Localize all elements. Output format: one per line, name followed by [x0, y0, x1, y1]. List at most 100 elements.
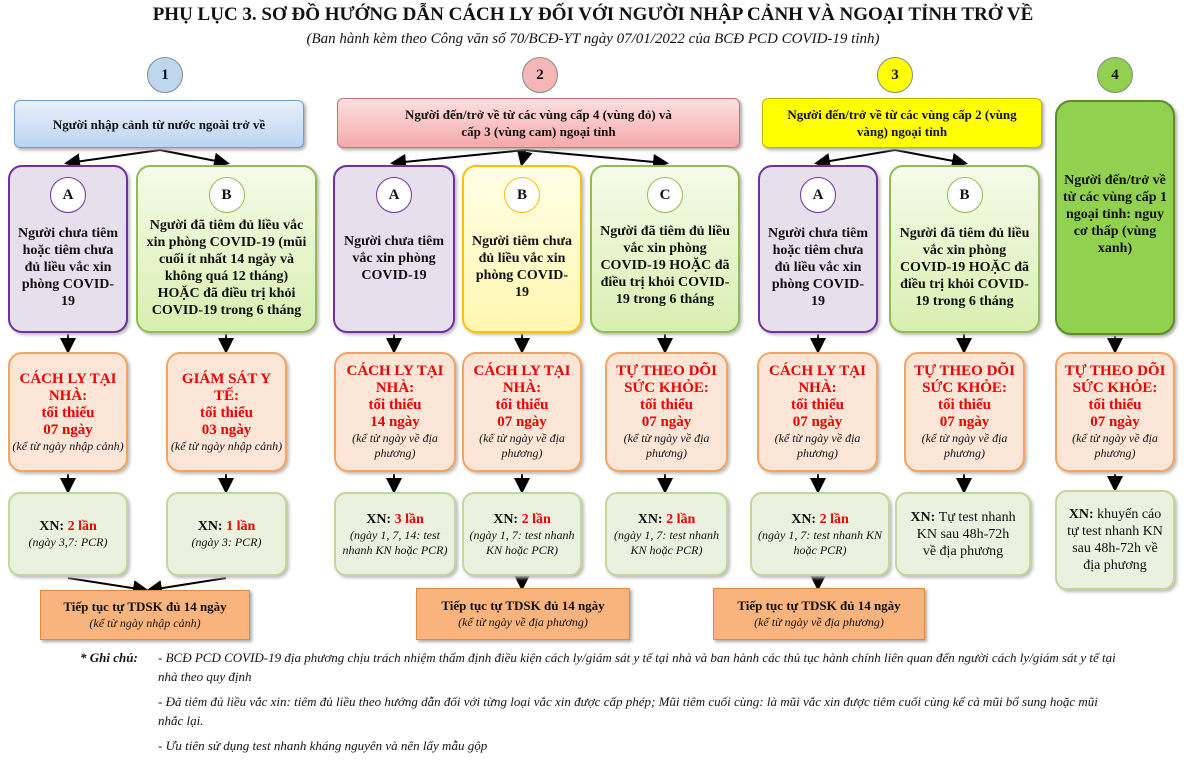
measure-min: tối thiểu [200, 404, 253, 421]
test-3b: XN: Tự test nhanh KN sau 48h-72h về địa … [895, 492, 1031, 576]
group-2c-box: C Người đã tiêm đủ liều vắc xin phòng COV… [590, 165, 740, 333]
measure-from: (kể từ ngày về địa phương) [352, 431, 438, 460]
measure-from: (kể từ ngày về địa phương) [1072, 431, 1158, 460]
letter-badge: C [647, 177, 683, 213]
test-note: (ngày 1, 7: test nhanh KN hoặc PCR) [469, 527, 575, 557]
test-label: XN: [637, 511, 663, 527]
letter-badge: B [208, 177, 245, 213]
group-1-number: 1 [147, 57, 183, 93]
test-count: 3 lần [394, 511, 424, 527]
letter-badge: A [800, 177, 836, 213]
test-count: 2 lần [819, 511, 849, 527]
group-desc: Người đã tiêm đủ liều vắc xin phòng COVI… [600, 224, 730, 307]
measure-min: tối thiểu [640, 397, 693, 413]
measure-title: TỰ THEO DÕI SỨC KHỎE: [616, 363, 717, 396]
group-2-header: Người đến/trở về từ các vùng cấp 4 (vùng… [337, 98, 740, 148]
group-1-header: Người nhập cảnh từ nước ngoài trở về [14, 100, 304, 148]
group-desc: Người đã tiêm đủ liều vắc xin phòng COVI… [146, 218, 307, 318]
group-desc: Người đã tiêm đủ liều vắc xin phòng COVI… [899, 226, 1030, 309]
final-text: Tiếp tục tự TDSK đủ 14 ngày [63, 599, 227, 614]
note-item: - Đã tiêm đủ liều vắc xin: tiêm đủ liều … [158, 694, 1098, 728]
test-label: XN: [791, 511, 817, 527]
final-text: Tiếp tục tự TDSK đủ 14 ngày [441, 598, 605, 613]
test-label: XN: [1068, 507, 1094, 522]
test-2a: XN: 3 lần(ngày 1, 7, 14: test nhanh KN h… [334, 492, 456, 576]
test-count: 2 lần [666, 511, 696, 527]
group-3a-box: A Người chưa tiêm hoặc tiêm chưa đủ liều … [758, 165, 878, 333]
letter-badge: B [504, 177, 540, 213]
test-count: 2 lần [521, 511, 551, 527]
page-title: PHỤ LỤC 3. SƠ ĐỒ HƯỚNG DẪN CÁCH LY ĐỐI V… [152, 4, 1034, 25]
test-note: (ngày 1, 7, 14: test nhanh KN hoặc PCR) [342, 527, 448, 557]
test-text: Tự test nhanh KN sau 48h-72h về địa phươ… [916, 509, 1016, 559]
measure-title: CÁCH LY TẠI NHÀ: [346, 363, 444, 396]
note-item: - Ưu tiên sử dụng test nhanh kháng nguyê… [158, 738, 488, 753]
measure-title: GIÁM SÁT Y TẾ: [181, 370, 272, 404]
final-3: Tiếp tục tự TDSK đủ 14 ngày (kể từ ngày v… [713, 588, 925, 640]
measure-title: CÁCH LY TẠI NHÀ: [19, 370, 117, 404]
letter-badge: B [946, 177, 983, 213]
test-note: (ngày 3,7: PCR) [28, 535, 108, 549]
measure-days: 07 ngày [792, 414, 843, 430]
group-4-number: 4 [1097, 57, 1133, 93]
note-item: - BCĐ PCD COVID-19 địa phương chịu trách… [158, 650, 1116, 684]
measure-from: (kể từ ngày nhập cảnh) [12, 438, 124, 453]
test-note: (ngày 1, 7: test nhanh KN hoặc PCR) [614, 527, 719, 557]
group-1b-box: B Người đã tiêm đủ liều vắc xin phòng COV… [136, 165, 317, 333]
final-note: (kể từ ngày về địa phương) [754, 615, 884, 629]
measure-min: tối thiểu [41, 404, 95, 421]
test-4: XN: khuyến cáo tự test nhanh KN sau 48h-… [1055, 490, 1175, 590]
measure-min: tối thiểu [368, 397, 422, 413]
group-desc: Người chưa tiêm vắc xin phòng COVID-19 [344, 234, 444, 283]
measure-days: 07 ngày [641, 414, 692, 430]
measure-days: 07 ngày [497, 414, 547, 430]
measure-days: 14 ngày [370, 414, 420, 430]
group-3-number: 3 [877, 57, 913, 93]
test-2c: XN: 2 lần(ngày 1, 7: test nhanh KN hoặc … [605, 492, 728, 576]
test-2b: XN: 2 lần(ngày 1, 7: test nhanh KN hoặc … [462, 492, 582, 576]
measure-title: TỰ THEO DÕI SỨC KHỎE: [914, 363, 1015, 396]
test-label: XN: [493, 511, 519, 527]
group-desc: Người tiêm chưa đủ liều vắc xin phòng CO… [472, 234, 572, 300]
measure-days: 07 ngày [43, 421, 93, 438]
measure-min: tối thiểu [791, 397, 844, 413]
test-3a: XN: 2 lần(ngày 1, 7: test nhanh KN hoặc … [750, 492, 890, 576]
measure-from: (kể từ ngày về địa phương) [623, 431, 710, 460]
final-text: Tiếp tục tự TDSK đủ 14 ngày [737, 598, 901, 613]
final-2: Tiếp tục tự TDSK đủ 14 ngày(kể từ ngày v… [416, 588, 630, 640]
test-note: (ngày 1, 7: test nhanh KN hoặc PCR) [758, 527, 882, 557]
measure-title: CÁCH LY TẠI NHÀ: [473, 363, 571, 396]
test-label: XN: [39, 519, 65, 534]
test-label: XN: [197, 519, 223, 534]
group-4-header: Người đến/trở về từ các vùng cấp 1 ngoại… [1055, 100, 1175, 335]
group-2-number: 2 [522, 57, 558, 93]
group-desc: Người chưa tiêm hoặc tiêm chưa đủ liều v… [768, 226, 868, 309]
notes-label: * Ghi chú: [80, 650, 138, 665]
measure-days: 07 ngày [1090, 414, 1140, 430]
measure-from: (kể từ ngày về địa phương) [774, 431, 861, 460]
test-count: 2 lần [67, 519, 97, 534]
measure-min: tối thiểu [938, 397, 991, 413]
test-label: XN: [366, 511, 392, 527]
notes: * Ghi chú: - BCĐ PCD COVID-19 địa phương… [80, 648, 1120, 761]
measure-from: (kể từ ngày về địa phương) [479, 431, 565, 460]
measure-from: (kể từ ngày về địa phương) [921, 431, 1008, 460]
final-1: Tiếp tục tự TDSK đủ 14 ngày(kể từ ngày n… [40, 590, 250, 640]
measure-days: 03 ngày [201, 421, 252, 438]
group-2b-box: B Người tiêm chưa đủ liều vắc xin phòng C… [462, 165, 582, 333]
group-desc: Người chưa tiêm hoặc tiêm chưa đủ liều v… [18, 226, 118, 309]
test-label: XN: [910, 509, 936, 525]
measure-from: (kể từ ngày nhập cảnh) [170, 438, 283, 453]
measure-days: 07 ngày [939, 414, 990, 430]
test-1a: XN: 2 lần(ngày 3,7: PCR) [8, 492, 128, 576]
